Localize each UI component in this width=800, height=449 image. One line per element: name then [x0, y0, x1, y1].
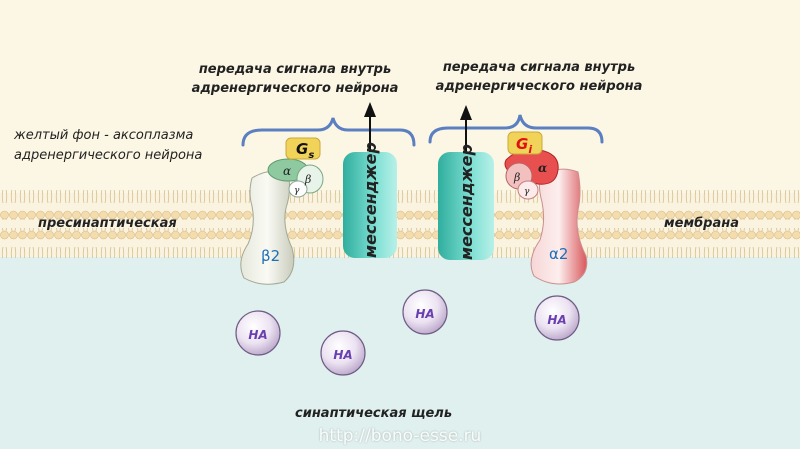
signal-right-line-1: передача сигнала внутрь [442, 60, 636, 75]
beta2-receptor [240, 170, 295, 285]
gi-gamma-subunit [517, 180, 539, 200]
gi-gamma-label: γ [524, 187, 530, 197]
left-brace [241, 117, 416, 147]
signal-caption-left: передача сигнала внутрь адренергического… [180, 60, 410, 98]
ligand-label-3: НА [415, 307, 434, 321]
signal-left-line-1: передача сигнала внутрь [198, 62, 392, 77]
ligand-ball-1 [235, 310, 281, 356]
membrane-bilayer [0, 190, 800, 258]
watermark-url: http://bono-esse.ru [318, 426, 482, 446]
ligand-ball-2 [320, 330, 366, 376]
gs-gamma-label: γ [294, 186, 300, 196]
ligand-label-2: НА [333, 348, 352, 362]
note-line-1: желтый фон - аксоплазма [14, 128, 194, 143]
gi-beta-label: β [513, 171, 520, 184]
messenger-left [343, 152, 397, 258]
gi-block [507, 131, 543, 155]
gs-label: Gs [296, 140, 314, 161]
right-signal-arrow [460, 105, 472, 152]
signal-left-line-2: адренергического нейрона [191, 81, 399, 96]
gi-label: Gi [516, 135, 532, 156]
ligand-ball-4 [534, 295, 580, 341]
alpha2-label: α2 [549, 245, 568, 263]
gi-alpha-label: α [538, 161, 547, 175]
left-signal-arrow [364, 102, 376, 152]
messenger-right-label: мессенджер [457, 144, 476, 260]
signal-right-line-2: адренергического нейрона [435, 79, 643, 94]
membrane-label-right: мембрана [664, 216, 739, 231]
ligand-label-4: НА [547, 313, 566, 327]
gs-gamma-subunit [288, 180, 308, 198]
alpha2-receptor [530, 168, 588, 285]
axoplasm-note: желтый фон - аксоплазма адренергического… [14, 126, 202, 166]
synaptic-cleft-label: синаптическая щель [295, 406, 453, 421]
messenger-right [438, 152, 494, 260]
gs-beta-label: β [304, 173, 311, 186]
membrane-label-left: пресинаптическая [38, 216, 177, 231]
ligand-label-1: НА [248, 328, 267, 342]
gs-block [285, 137, 321, 160]
ligand-ball-3 [402, 289, 448, 335]
right-brace [428, 114, 604, 144]
gs-alpha-label: α [283, 164, 291, 178]
note-line-2: адренергического нейрона [14, 148, 203, 163]
beta2-label: β2 [261, 247, 280, 265]
synaptic-cleft-area [0, 255, 800, 449]
signal-caption-right: передача сигнала внутрь адренергического… [424, 58, 654, 96]
axoplasm-area [0, 0, 800, 195]
messenger-left-label: мессенджер [361, 142, 380, 258]
